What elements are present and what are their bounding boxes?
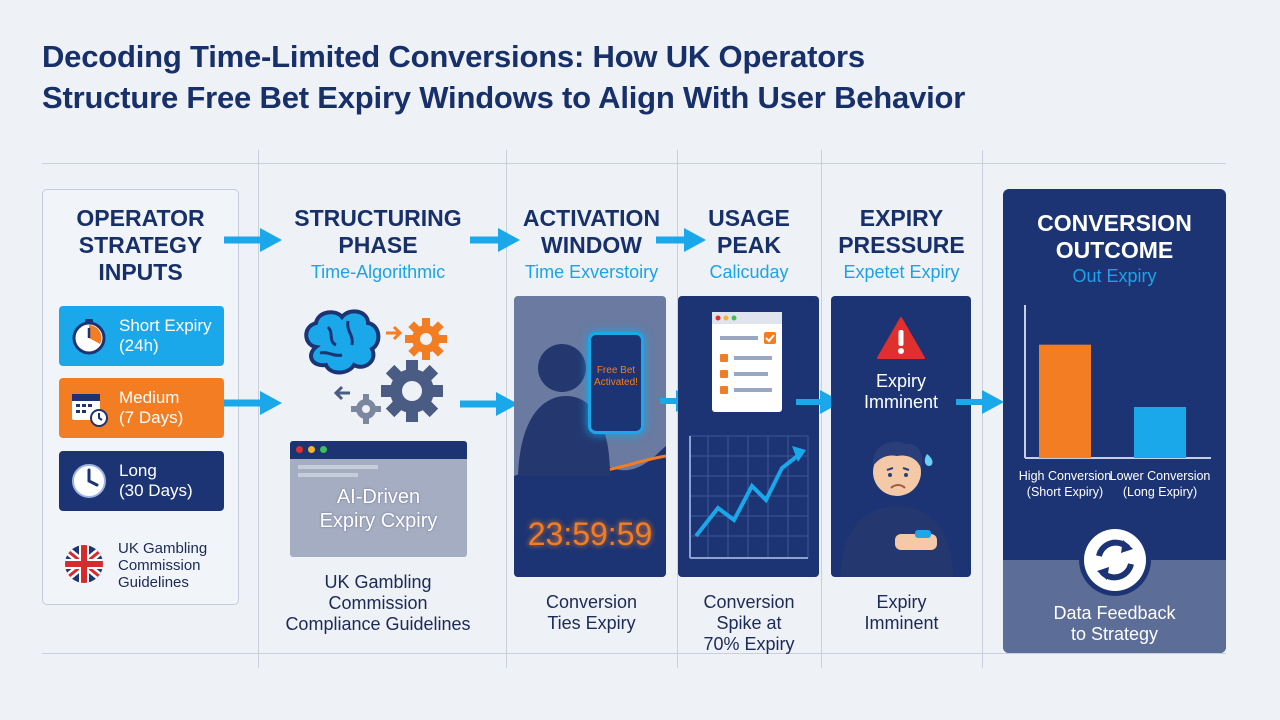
page-title: Decoding Time-Limited Conversions: How U…: [42, 36, 1242, 118]
activation-window-subtitle: Time Exverstoiry: [524, 262, 659, 282]
flow-arrow-icon: [470, 228, 520, 252]
expiry-pressure-panel: Expiry Imminent: [831, 296, 971, 577]
long-expiry-option[interactable]: Long (30 Days): [59, 451, 224, 511]
expiry-pressure-title: EXPIRY PRESSURE: [838, 205, 965, 258]
expiry-pressure-subtitle: Expetet Expiry: [843, 262, 960, 282]
conversion-ties-caption: Conversion Ties Expiry: [545, 592, 638, 633]
operator-inputs-title: OPERATOR STRATEGY INPUTS: [76, 205, 205, 285]
chart-category-label: High Conversion: [1019, 469, 1111, 483]
uk-gc-guidelines: UK Gambling Commission Guidelines: [118, 540, 208, 591]
title-line-1: Decoding Time-Limited Conversions: How U…: [42, 39, 865, 74]
conversion-outcome-title: CONVERSION OUTCOME: [1037, 210, 1192, 263]
chart-category-label: (Long Expiry): [1123, 485, 1197, 499]
usage-peak-title: USAGE PEAK: [708, 205, 790, 258]
countdown-timer: 23:59:59: [527, 516, 653, 552]
warning-icon: [877, 317, 925, 359]
usage-peak-panel: [678, 296, 819, 577]
flow-arrow-icon: [656, 228, 706, 252]
calendar-icon: [72, 394, 108, 427]
flow-arrow-icon: [460, 392, 518, 416]
structuring-phase-title: STRUCTURING PHASE: [294, 205, 462, 258]
chart-category-label: (Short Expiry): [1027, 485, 1103, 499]
top-divider: [42, 163, 1226, 164]
activation-panel: Free Bet Activated! 23:59:59: [514, 296, 666, 577]
flow-arrow-icon: [956, 390, 1004, 414]
structuring-phase-subtitle: Time-Algorithmic: [310, 262, 446, 282]
expiry-imminent-label: Expiry Imminent: [863, 371, 939, 412]
chart-bar: [1134, 407, 1186, 458]
chart-category-label: Lower Conversion: [1110, 469, 1211, 483]
short-expiry-option[interactable]: Short Expiry (24h): [59, 306, 224, 366]
usage-peak-subtitle: Calicuday: [709, 262, 789, 282]
window-max-dot: [320, 446, 327, 453]
data-feedback-label: Data Feedback to Strategy: [1053, 603, 1176, 644]
flow-arrow-icon: [224, 228, 282, 252]
compliance-caption: UK Gambling Commission Compliance Guidel…: [285, 572, 471, 634]
stopwatch-icon: [72, 319, 106, 355]
expiry-imminent-caption: Expiry Imminent: [864, 592, 939, 633]
brain-gears-icon: [304, 309, 447, 424]
ai-expiry-label: AI-Driven Expiry Cxpiry: [319, 486, 438, 532]
chart-bar: [1039, 344, 1091, 458]
bottom-divider: [42, 653, 1226, 654]
medium-expiry-option[interactable]: Medium (7 Days): [59, 378, 224, 438]
window-min-dot: [308, 446, 315, 453]
worried-person-icon: [841, 441, 953, 577]
title-line-2: Structure Free Bet Expiry Windows to Ali…: [42, 80, 966, 115]
activation-window-title: ACTIVATION WINDOW: [522, 205, 661, 258]
refresh-cycle-icon[interactable]: [1077, 522, 1153, 598]
conversion-outcome-subtitle: Out Expiry: [1072, 266, 1157, 286]
column-divider: [258, 150, 259, 668]
ai-expiry-window: AI-Driven Expiry Cxpiry: [290, 441, 467, 557]
clock-icon: [72, 464, 106, 498]
conversion-outcome-chart: High Conversion (Short Expiry) Lower Conve…: [1019, 305, 1211, 499]
spike-caption: Conversion Spike at 70% Expiry: [703, 592, 795, 654]
window-close-dot: [296, 446, 303, 453]
phone-screen: Free Bet Activated!: [588, 332, 644, 434]
flow-arrow-icon: [224, 391, 282, 415]
uk-flag-icon: [65, 545, 103, 583]
